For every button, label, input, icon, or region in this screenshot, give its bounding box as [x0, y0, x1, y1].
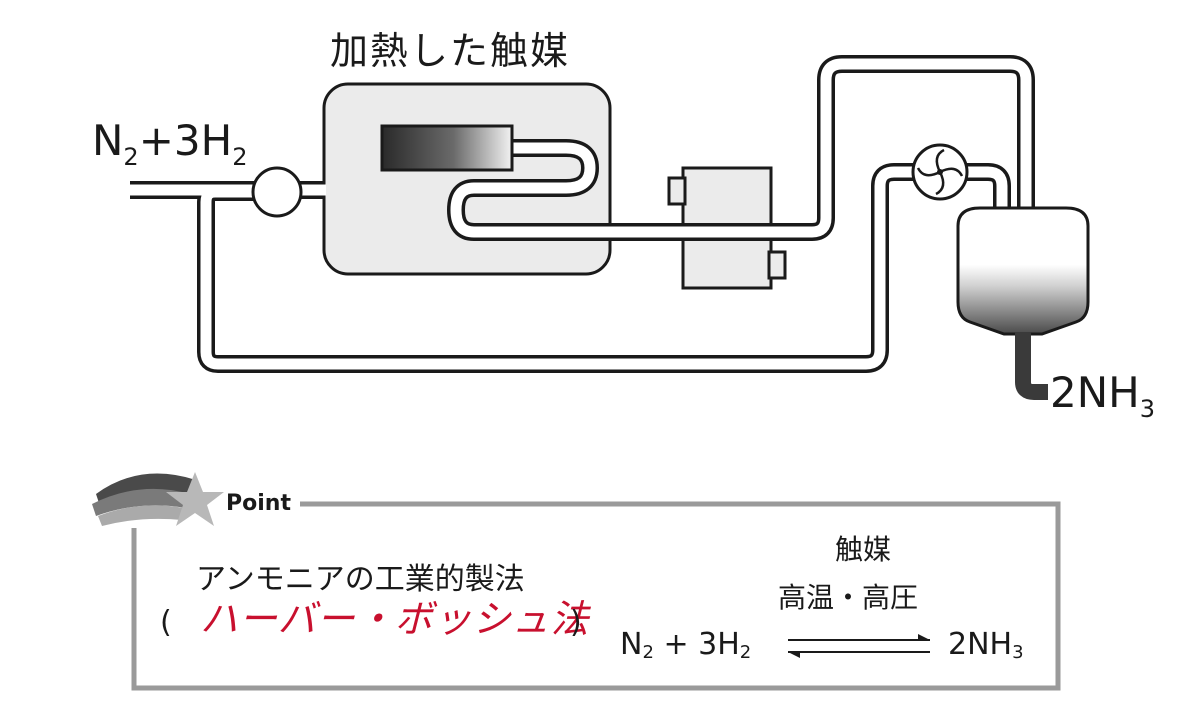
condition-temp-pressure: 高温・高圧: [778, 581, 919, 614]
feed-gas-label: N2+3H2: [92, 116, 248, 171]
pipes-inner: [128, 58, 1032, 370]
paren-close: ): [570, 605, 582, 640]
ammonia-outlet-pipe: [1015, 332, 1048, 400]
shooting-star-icon: [92, 472, 224, 526]
point-heading: Point: [226, 491, 291, 516]
equation-reactants: N2 + 3H2: [620, 627, 752, 663]
equilibrium-arrows: [788, 634, 930, 658]
compressor: [251, 166, 303, 218]
circulation-fan-icon: [911, 143, 969, 201]
catalyst-bed: [380, 124, 514, 172]
process-name: アンモニアの工業的製法: [196, 562, 525, 597]
condition-catalyst: 触媒: [835, 533, 892, 566]
equation-product: 2NH3: [948, 627, 1024, 663]
separator-tank: [956, 206, 1090, 336]
point-frame: [131, 501, 1061, 691]
paren-open: (: [160, 605, 172, 640]
product-label: 2NH3: [1050, 368, 1156, 423]
handwritten-answer: ハーバー・ボッシュ法: [200, 597, 590, 641]
catalyst-label: 加熱した触媒: [330, 29, 571, 73]
